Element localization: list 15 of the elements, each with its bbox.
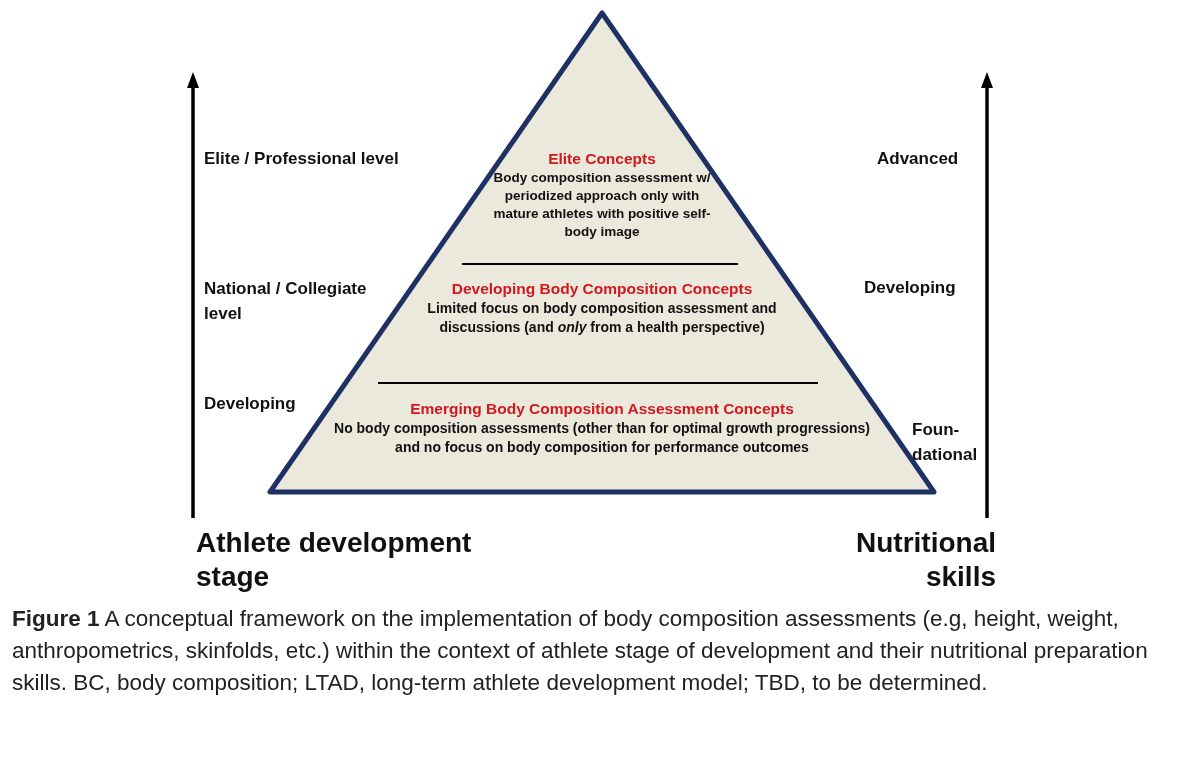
tier-heading: Elite Concepts: [547, 149, 657, 169]
tier-heading: Developing Body Composition Concepts: [450, 279, 754, 299]
axis-title: Athlete development stage: [196, 526, 473, 594]
figure-caption: Figure 1 A conceptual framework on the implementation of body composition assessments (e.g, height, weight, anthropometrics, skinfolds, etc.) within the context of athlete stage of development and their nutritional preparation skills. BC, body composition; LTAD, long-term athlete development model; TBD, to be determined.: [12, 605, 1149, 697]
stage-label: National / Collegiate level: [204, 278, 368, 325]
axis-title: Nutritional skills: [855, 526, 996, 594]
tier-description: Limited focus on body composition assessment and discussions (and only from a health perspective): [426, 299, 778, 337]
tier-description: No body composition assessments (other than for optimal growth progressions) and no focus on body composition for performance outcomes: [333, 419, 871, 457]
tier-description: Body composition assessment w/ periodized approach only with mature athletes with positive self-body image: [492, 169, 712, 241]
tier-heading: Emerging Body Composition Assessment Concepts: [409, 399, 795, 419]
skill-label: Developing: [864, 277, 956, 299]
stage-label: Elite / Professional level: [204, 148, 399, 170]
skill-label: Foun-dational: [912, 419, 976, 466]
stage-label: Developing: [204, 393, 296, 415]
skill-label: Advanced: [877, 148, 959, 170]
